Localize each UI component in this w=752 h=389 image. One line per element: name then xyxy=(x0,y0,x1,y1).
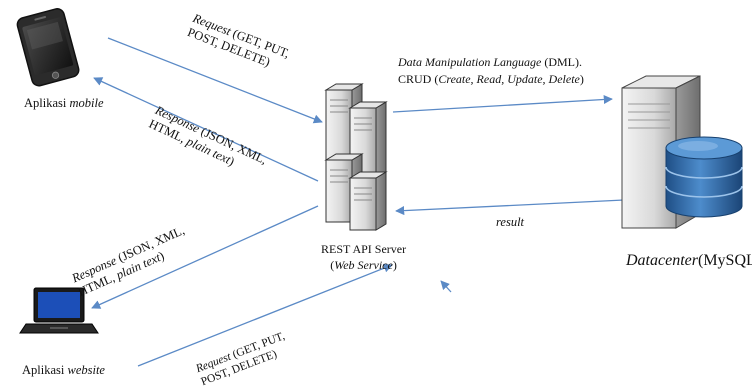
mobile-app-label-prefix: Aplikasi xyxy=(24,96,70,110)
datacenter-label: Datacenter(MySQL) xyxy=(626,252,752,269)
arrow-request-bottom xyxy=(137,263,393,367)
server-label-line2: (Web Service) xyxy=(321,257,406,273)
mobile-app-label-italic: mobile xyxy=(69,96,104,110)
website-app-label-prefix: Aplikasi xyxy=(22,363,68,377)
server-tower-4 xyxy=(348,171,388,231)
arrow-result xyxy=(395,199,625,216)
server-label-paren-open: ( xyxy=(330,258,335,272)
dml-label: Data Manipulation Language (DML). CRUD (… xyxy=(398,54,584,88)
smartphone-icon xyxy=(16,8,80,87)
arrows xyxy=(91,37,625,367)
arrow-dml xyxy=(392,94,613,113)
datacenter-label-rest: (MySQL) xyxy=(697,252,752,269)
dml-line2: CRUD (Create, Read, Update, Delete) xyxy=(398,72,584,86)
laptop-icon xyxy=(19,287,99,334)
server-label-paren-close: ) xyxy=(392,258,397,272)
rest-api-architecture-diagram: Aplikasi mobile Aplikasi website REST AP… xyxy=(16,8,752,388)
database-cylinder-icon xyxy=(665,136,743,218)
dml-rest: (DML). xyxy=(541,55,583,69)
result-label: result xyxy=(496,215,525,229)
diagram-canvas xyxy=(16,8,743,367)
arrow-response-top xyxy=(93,77,319,182)
server-tower-3 xyxy=(324,153,364,223)
arrow-request-top xyxy=(107,37,323,124)
server-cluster-icon xyxy=(324,83,388,231)
server-label-line1: REST API Server xyxy=(321,242,407,256)
mobile-app-label: Aplikasi mobile xyxy=(24,96,104,111)
server-label-italic: Web Service xyxy=(334,258,393,272)
website-app-label-italic: website xyxy=(67,363,105,377)
datacenter-icon xyxy=(621,75,743,229)
datacenter-label-italic: Datacenter xyxy=(626,252,698,269)
website-app-label: Aplikasi website xyxy=(22,363,105,378)
server-label: REST API Server (Web Service) xyxy=(321,241,406,273)
arrow-response-bottom xyxy=(91,205,319,309)
stray-arrow xyxy=(440,280,452,293)
dml-italic: Data Manipulation Language xyxy=(398,55,542,69)
